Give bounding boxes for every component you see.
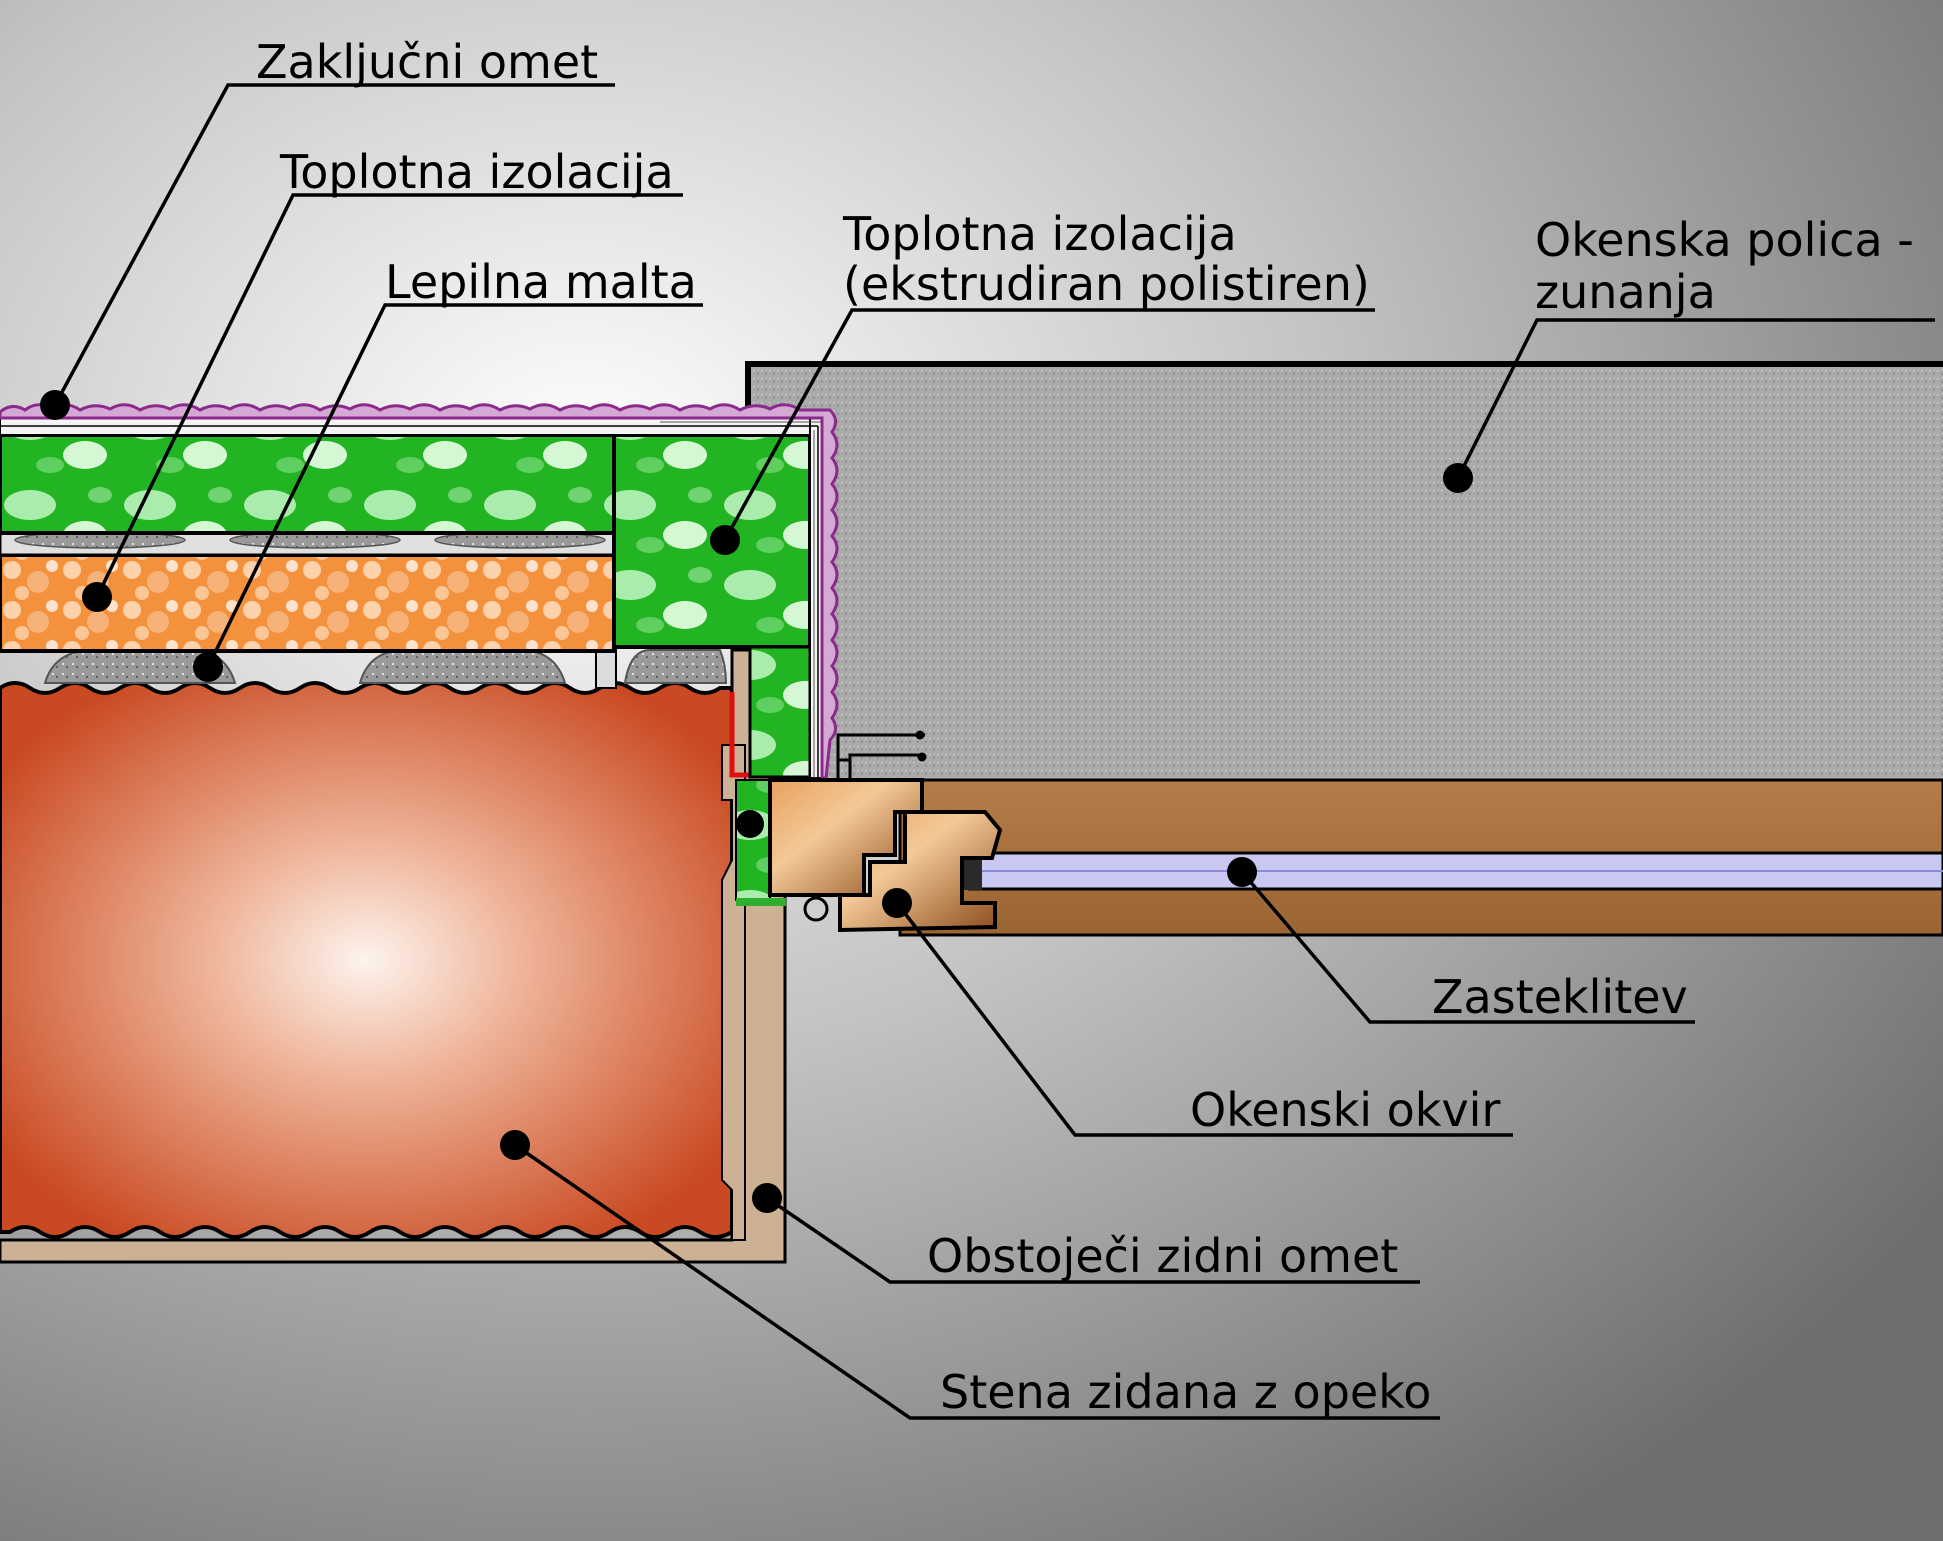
label-thermal-insulation: Toplotna izolacija — [279, 145, 674, 199]
label-glazing: Zasteklitev — [1432, 970, 1688, 1024]
label-sill-line1: Okenska polica - — [1535, 213, 1914, 267]
adhesive-mortar — [43, 648, 728, 684]
glazing-gasket — [960, 852, 982, 890]
label-window-frame: Okenski okvir — [1190, 1083, 1500, 1137]
finish-plaster — [0, 403, 839, 780]
thermal-insulation-top — [0, 433, 616, 535]
xps-reveal-strip — [748, 645, 812, 779]
brick-wall — [0, 681, 734, 1239]
label-finish-plaster: Zaključni omet — [256, 35, 598, 89]
label-xps-line1: Toplotna izolacija — [842, 207, 1237, 261]
window-frame — [768, 778, 1003, 933]
reveal-insulation — [735, 779, 771, 901]
label-xps-line2: (ekstrudiran polistiren) — [843, 257, 1370, 311]
label-adhesive-mortar: Lepilna malta — [385, 255, 697, 309]
label-sill-line2: zunanja — [1535, 265, 1716, 319]
leaders — [40, 83, 1935, 1420]
window-sill-outer — [748, 364, 1943, 784]
window-sill-outline — [745, 361, 1943, 420]
label-brick-wall: Stena zidana z opeko — [940, 1365, 1431, 1419]
label-existing-plaster: Obstoječi zidni omet — [927, 1229, 1398, 1283]
frame-seal — [803, 896, 829, 922]
drip-profile — [836, 730, 927, 780]
